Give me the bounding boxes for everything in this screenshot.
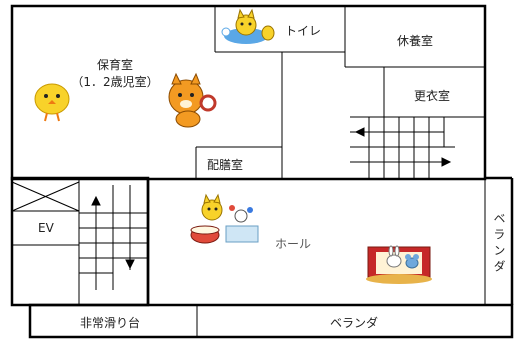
emergency-slide-label: 非常滑り台	[80, 316, 141, 330]
elevator-cross	[11, 181, 80, 212]
rest-room-label: 休養室	[397, 34, 434, 48]
toilet-cat-character	[221, 8, 275, 44]
balcony-bottom-label: ベランダ	[330, 316, 379, 330]
serving-room-label: 配膳室	[207, 158, 244, 172]
chick-character	[34, 83, 70, 122]
outer-walls	[10, 4, 514, 339]
nursery-label: 保育室 （1．2歳児室）	[70, 56, 160, 90]
stage-rabbit-characters	[366, 245, 432, 284]
tiger-character	[168, 72, 217, 128]
drum-band-characters	[190, 193, 259, 244]
stairs-upper	[350, 117, 455, 179]
nursery-label-line1: 保育室	[96, 58, 133, 72]
changing-room-label: 更衣室	[414, 89, 451, 103]
balcony-side-label: ベランダ	[492, 212, 506, 276]
hall-label: ホール	[275, 237, 312, 251]
stairs-left	[79, 185, 148, 290]
inner-walls	[12, 6, 486, 337]
toilet-label: トイレ	[285, 24, 322, 38]
elevator-label: EV	[38, 221, 54, 235]
nursery-label-line2: （1．2歳児室）	[71, 75, 159, 89]
